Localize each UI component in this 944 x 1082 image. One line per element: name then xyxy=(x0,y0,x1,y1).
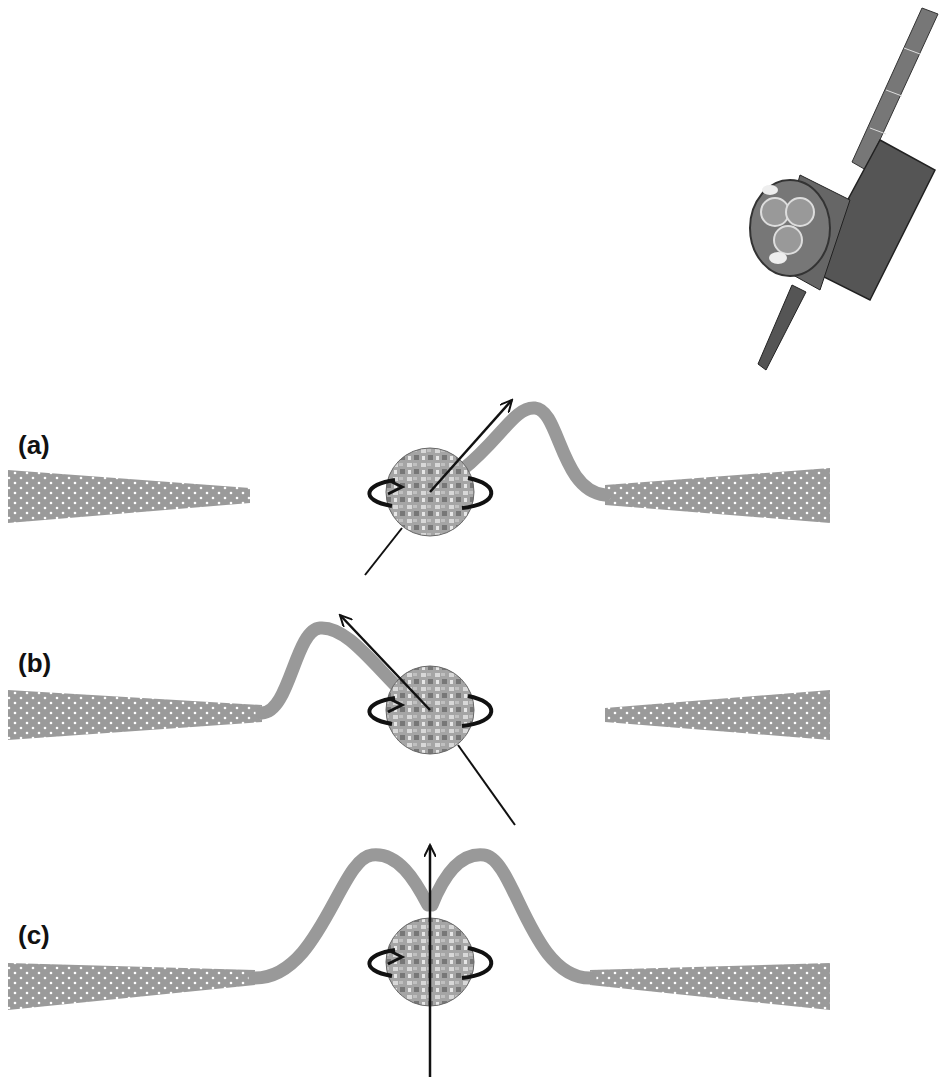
panel-label: (a) xyxy=(18,430,50,461)
panel-a xyxy=(8,400,830,575)
panel-c xyxy=(8,845,830,1077)
panel-label: (b) xyxy=(18,648,51,679)
panel-label: (c) xyxy=(18,920,50,951)
satellite xyxy=(750,8,938,370)
panel-b xyxy=(8,615,830,825)
